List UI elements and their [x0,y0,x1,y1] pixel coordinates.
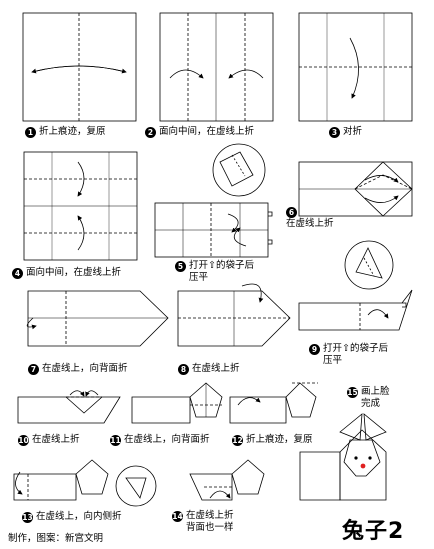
step-text: 在虚线上折 [192,363,240,374]
credit-text: 制作，图案：新宫文明 [8,533,104,544]
step-1-caption: 1 折上痕迹，复原 [25,126,106,138]
step-11-diagram [131,382,223,424]
step-text: 在虚线上折 [186,510,234,521]
step-number: 12 [232,435,243,446]
step-9-diagram [298,240,413,331]
step-text: 压平 [189,272,209,283]
step-text: 对折 [343,126,363,137]
step-number: 8 [178,364,189,375]
step-5-caption: 5 打开⇧的袋子后 压平 [175,260,254,284]
step-number: 7 [28,364,39,375]
step-text: 打开⇧的袋子后 [323,343,388,354]
step-6-diagram [298,161,413,217]
step-text: 背面也一样 [186,522,234,533]
step-11-caption: 11 在虚线上，向背面折 [110,434,210,446]
step-9-caption: 9 打开⇧的袋子后 压平 [309,343,388,367]
step-text: 折上痕迹，复原 [39,126,106,137]
step-10-caption: 10 在虚线上折 [18,434,80,446]
step-text: 压平 [323,355,343,366]
step-7-caption: 7 在虚线上，向背面折 [28,363,128,375]
rabbit-nose [360,463,366,469]
step-5-diagram [154,143,273,258]
step-12-diagram [229,382,318,424]
step-number: 10 [18,435,29,446]
step-14-diagram [189,459,265,501]
step-number: 14 [172,511,183,522]
step-14-caption: 14 在虚线上折 背面也一样 [172,510,234,534]
step-text: 折上痕迹，复原 [246,434,313,445]
step-12-caption: 12 折上痕迹，复原 [232,434,313,446]
step-1-diagram [22,12,137,122]
step-number: 13 [22,512,33,523]
step-number: 5 [175,261,186,272]
step-number: 11 [110,435,121,446]
step-2-caption: 2 面向中间，在虚线上折 [145,126,254,138]
step-10-diagram [17,390,121,424]
step-text: 画上脸 [361,386,390,397]
step-number: 3 [329,127,340,138]
step-text: 面向中间，在虚线上折 [26,267,122,278]
step-2-diagram [159,12,274,122]
step-number: 1 [25,127,36,138]
step-8-caption: 8 在虚线上折 [178,363,240,375]
step-number: 4 [12,268,23,279]
step-text: 在虚线上折 [286,218,334,229]
step-number: 9 [309,344,320,355]
step-8-diagram [177,283,291,347]
step-text: 在虚线上，向背面折 [42,363,128,374]
step-4-caption: 4 面向中间，在虚线上折 [12,267,121,279]
step-text: 面向中间，在虚线上折 [159,126,255,137]
step-13-caption: 13 在虚线上，向内侧折 [22,511,122,523]
step-text: 打开⇧的袋子后 [189,260,254,271]
step-number: 15 [347,387,358,398]
step-7-diagram [26,290,169,347]
page-title: 兔子2 [342,519,405,544]
step-number: 6 [286,207,297,218]
step-15-caption: 15 画上脸 完成 [347,386,390,410]
step-text: 完成 [361,398,381,409]
step-text: 在虚线上，向背面折 [124,434,210,445]
step-3-diagram [298,12,413,122]
step-15-rabbit [299,413,387,501]
step-6-caption: 6 在虚线上折 [286,206,334,230]
step-13-diagram [13,459,157,507]
rabbit-face [354,456,372,469]
step-3-caption: 3 对折 [329,126,362,138]
step-4-diagram [23,151,138,261]
step-number: 2 [145,127,156,138]
step-text: 在虚线上折 [32,434,80,445]
step-text: 在虚线上，向内侧折 [36,511,122,522]
